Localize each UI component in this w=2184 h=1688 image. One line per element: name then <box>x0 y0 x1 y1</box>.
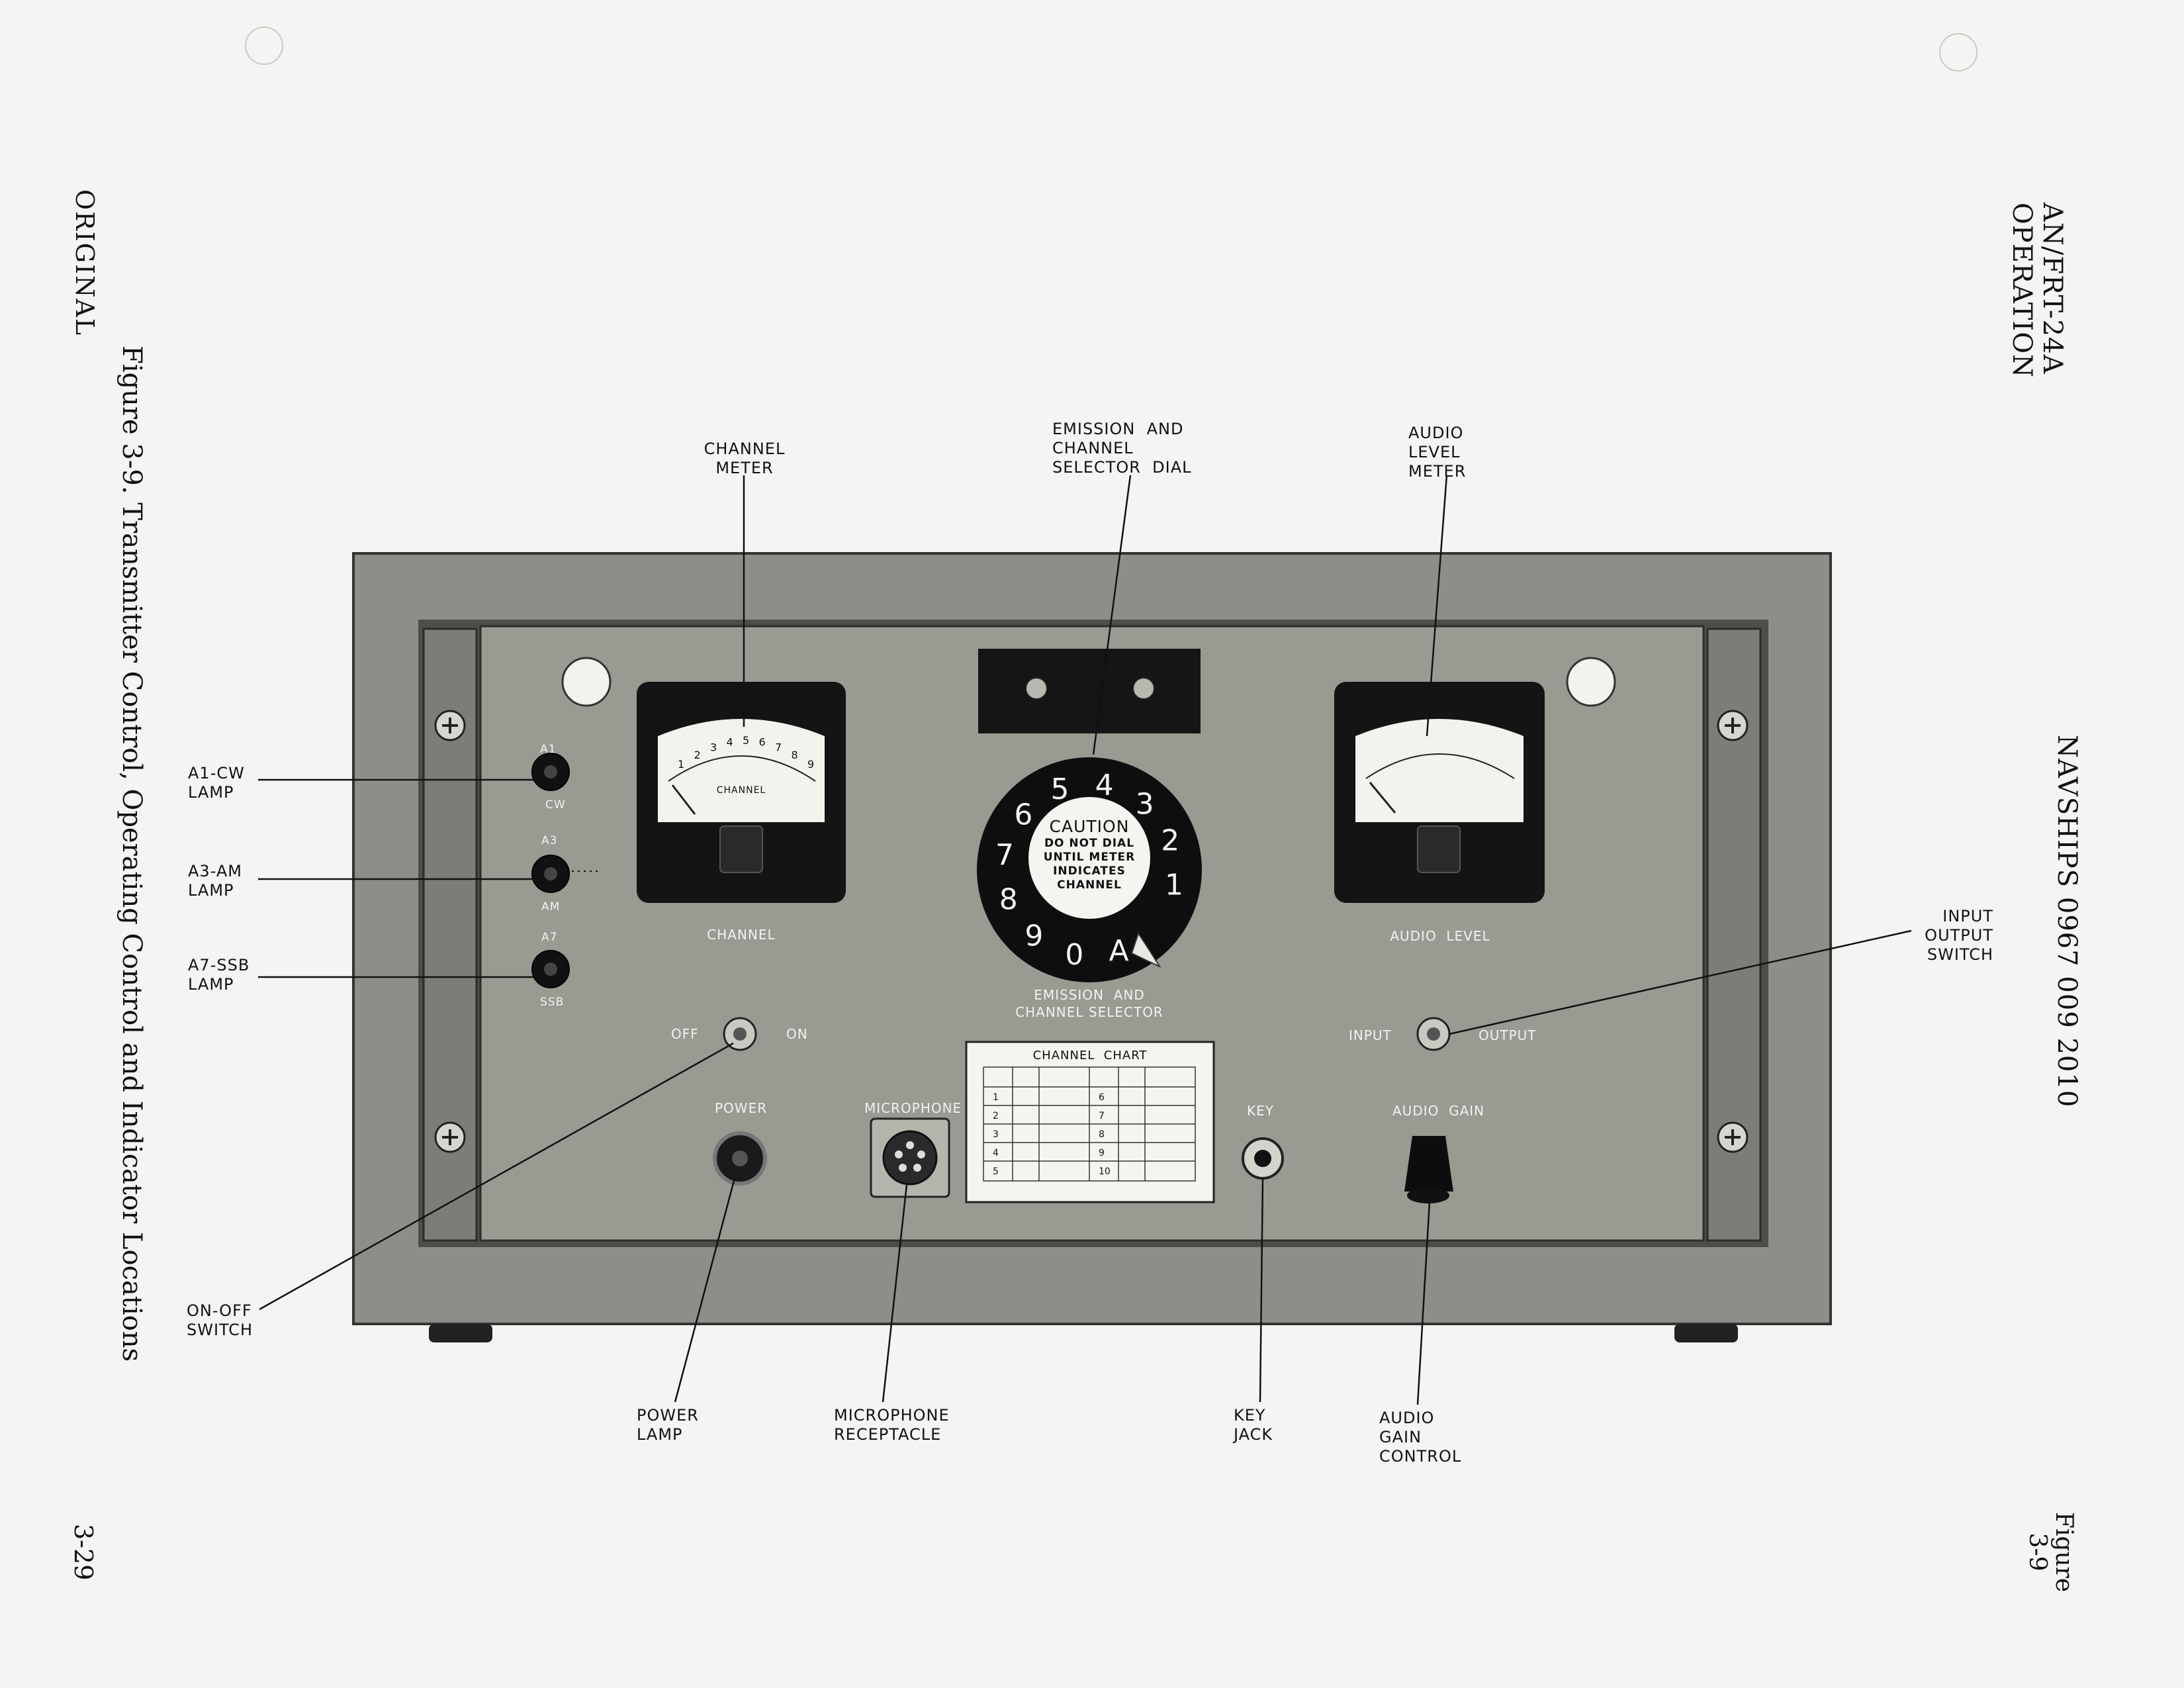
audio-gain-knob <box>1404 1136 1453 1192</box>
dial-digit-9: 9 <box>1024 919 1043 953</box>
dial-digit-3: 3 <box>1136 787 1154 821</box>
channel-meter-needle <box>671 784 696 815</box>
chart-row-right-10: 10 <box>1099 1166 1111 1177</box>
panel-label-power: POWER <box>715 1100 768 1116</box>
chart-row-right-7: 7 <box>1099 1111 1105 1121</box>
chart-row-right-8: 8 <box>1099 1129 1105 1140</box>
foot-left <box>429 1324 492 1342</box>
callout-emission-dial: EMISSION AND CHANNEL SELECTOR DIAL <box>1052 420 1192 477</box>
callout-key-jack: KEY JACK <box>1234 1406 1273 1444</box>
panel-label-ssb: SSB <box>540 996 565 1009</box>
callout-a1-cw-lamp: A1-CW LAMP <box>188 764 245 802</box>
panel-label-on: ON <box>786 1026 808 1042</box>
channel-meter-scale-8: 8 <box>792 749 798 761</box>
leader-lines <box>258 475 1912 1405</box>
dial-digit-2: 2 <box>1161 824 1179 858</box>
panel-label-audio-gain: AUDIO GAIN <box>1392 1103 1485 1119</box>
panel-label-microphone: MICROPHONE <box>864 1100 962 1116</box>
figure-caption: Figure 3-9. Transmitter Control, Operati… <box>116 346 147 1362</box>
chart-row-left-3: 3 <box>993 1129 999 1140</box>
dial-caution-text: DO NOT DIAL UNTIL METER INDICATES CHANNE… <box>1043 837 1136 892</box>
header-model: AN/FRT-24A OPERATION <box>2007 203 2068 378</box>
panel-label-am: AM <box>541 900 561 914</box>
dial-digit-6: 6 <box>1014 798 1032 831</box>
chart-row-left-4: 4 <box>993 1148 999 1158</box>
channel-chart <box>965 1041 1215 1203</box>
callout-channel-meter: CHANNEL METER <box>704 440 786 477</box>
panel-label-audio-level: AUDIO LEVEL <box>1390 928 1490 944</box>
dial-caution-title: CAUTION <box>1049 817 1130 836</box>
channel-meter-scale-5: 5 <box>743 734 749 747</box>
panel-label-key: KEY <box>1247 1103 1274 1119</box>
callout-audio-gain-control: AUDIO GAIN CONTROL <box>1379 1409 1462 1466</box>
chart-row-left-1: 1 <box>993 1092 999 1103</box>
callout-microphone-receptacle: MICROPHONE RECEPTACLE <box>834 1406 950 1444</box>
dial-digit-0: 0 <box>1065 938 1083 972</box>
channel-meter-scale-1: 1 <box>678 758 684 771</box>
panel-label-off: OFF <box>671 1026 699 1042</box>
channel-meter-scale-3: 3 <box>710 741 717 754</box>
chart-row-left-2: 2 <box>993 1111 999 1121</box>
foot-right <box>1674 1324 1738 1342</box>
audio-meter-face <box>1355 719 1524 822</box>
audio-meter-needle <box>1369 782 1396 814</box>
figure-tab: Figure 3-9 <box>2024 1512 2077 1593</box>
channel-meter-scale-2: 2 <box>694 749 701 761</box>
chart-row-left-5: 5 <box>993 1166 999 1177</box>
panel-label-input: INPUT <box>1349 1027 1392 1043</box>
panel-label-channel: CHANNEL <box>707 927 776 943</box>
dial-finger-stop <box>1130 931 1161 968</box>
model-number: AN/FRT-24A <box>2037 203 2068 375</box>
punch-hole-left <box>245 26 283 65</box>
channel-meter-face-text: CHANNEL <box>716 785 766 796</box>
top-bracket <box>978 649 1201 733</box>
panel-label-selector: EMISSION AND CHANNEL SELECTOR <box>1015 987 1163 1020</box>
callout-a3-am-lamp: A3-AM LAMP <box>188 862 242 900</box>
channel-meter-scale-4: 4 <box>727 736 733 749</box>
channel-meter-scale-9: 9 <box>807 758 814 771</box>
panel-label-cw: CW <box>545 798 566 812</box>
dial-digit-5: 5 <box>1051 773 1069 806</box>
dial-digit-7: 7 <box>995 838 1014 872</box>
chart-row-right-9: 9 <box>1099 1148 1105 1158</box>
page-number: 3-29 <box>69 1524 98 1581</box>
panel-label-output: OUTPUT <box>1479 1027 1537 1043</box>
section-title: OPERATION <box>2007 203 2037 378</box>
channel-meter-face <box>658 719 825 822</box>
channel-chart-title: CHANNEL CHART <box>1032 1049 1148 1062</box>
chart-row-right-6: 6 <box>1099 1092 1105 1103</box>
dial-digit-1: 1 <box>1165 868 1183 902</box>
punch-hole-right <box>1939 33 1978 71</box>
channel-chart-rows: 1 2 3 4 5 6 7 8 9 10 <box>993 1092 1111 1177</box>
doc-number: NAVSHIPS 0967 009 2010 <box>2052 735 2082 1108</box>
callout-a7-ssb-lamp: A7-SSB LAMP <box>188 956 250 994</box>
panel-knob-right <box>1566 657 1616 707</box>
footer-status: ORIGINAL <box>70 189 99 337</box>
callout-input-output-switch: INPUT OUTPUT SWITCH <box>1925 907 1993 964</box>
dial-center-card <box>1028 797 1150 919</box>
panel-label-a3: A3 <box>541 834 558 847</box>
channel-meter-scale-7: 7 <box>775 741 782 754</box>
dial-digit-4: 4 <box>1095 769 1114 802</box>
callout-on-off-switch: ON-OFF SWITCH <box>187 1301 253 1339</box>
panel-label-a1: A1 <box>540 743 557 756</box>
channel-meter-scale-6: 6 <box>759 736 766 749</box>
panel-label-a7: A7 <box>541 931 558 944</box>
callout-power-lamp: POWER LAMP <box>637 1406 699 1444</box>
dial-digit-8: 8 <box>999 883 1018 917</box>
callout-audio-level-meter: AUDIO LEVEL METER <box>1408 424 1467 481</box>
panel-knob-left <box>561 657 612 707</box>
dial-digit-A: A <box>1109 934 1128 968</box>
